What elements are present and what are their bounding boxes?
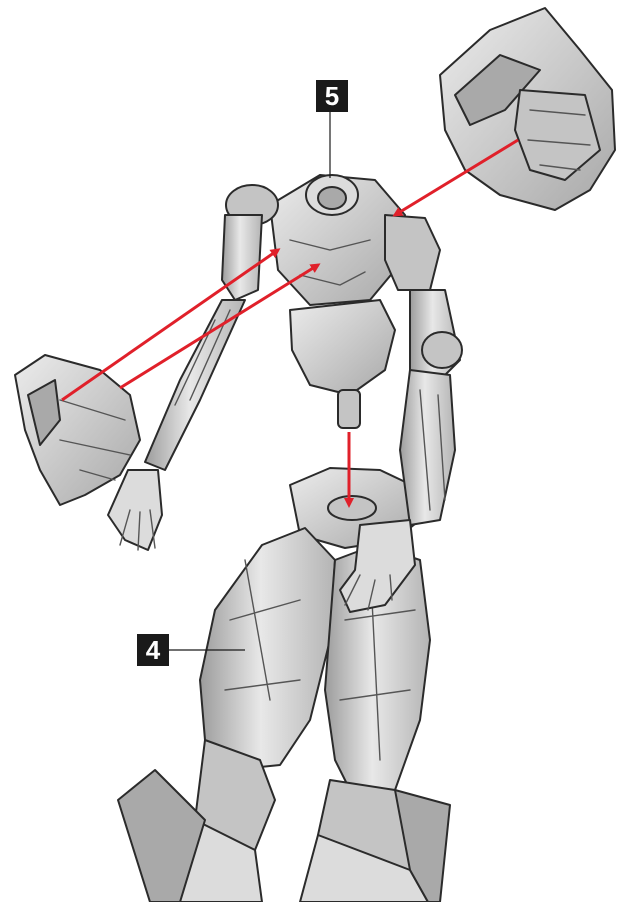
step-callout-5: 5	[316, 80, 348, 178]
left-armor-piece	[15, 355, 140, 505]
arrow-left-armor-lower	[120, 265, 318, 388]
step-4-label: 4	[146, 635, 161, 665]
arrow-left-armor-upper	[62, 250, 278, 400]
step-5-label: 5	[325, 81, 339, 111]
right-armor-piece	[440, 8, 615, 210]
